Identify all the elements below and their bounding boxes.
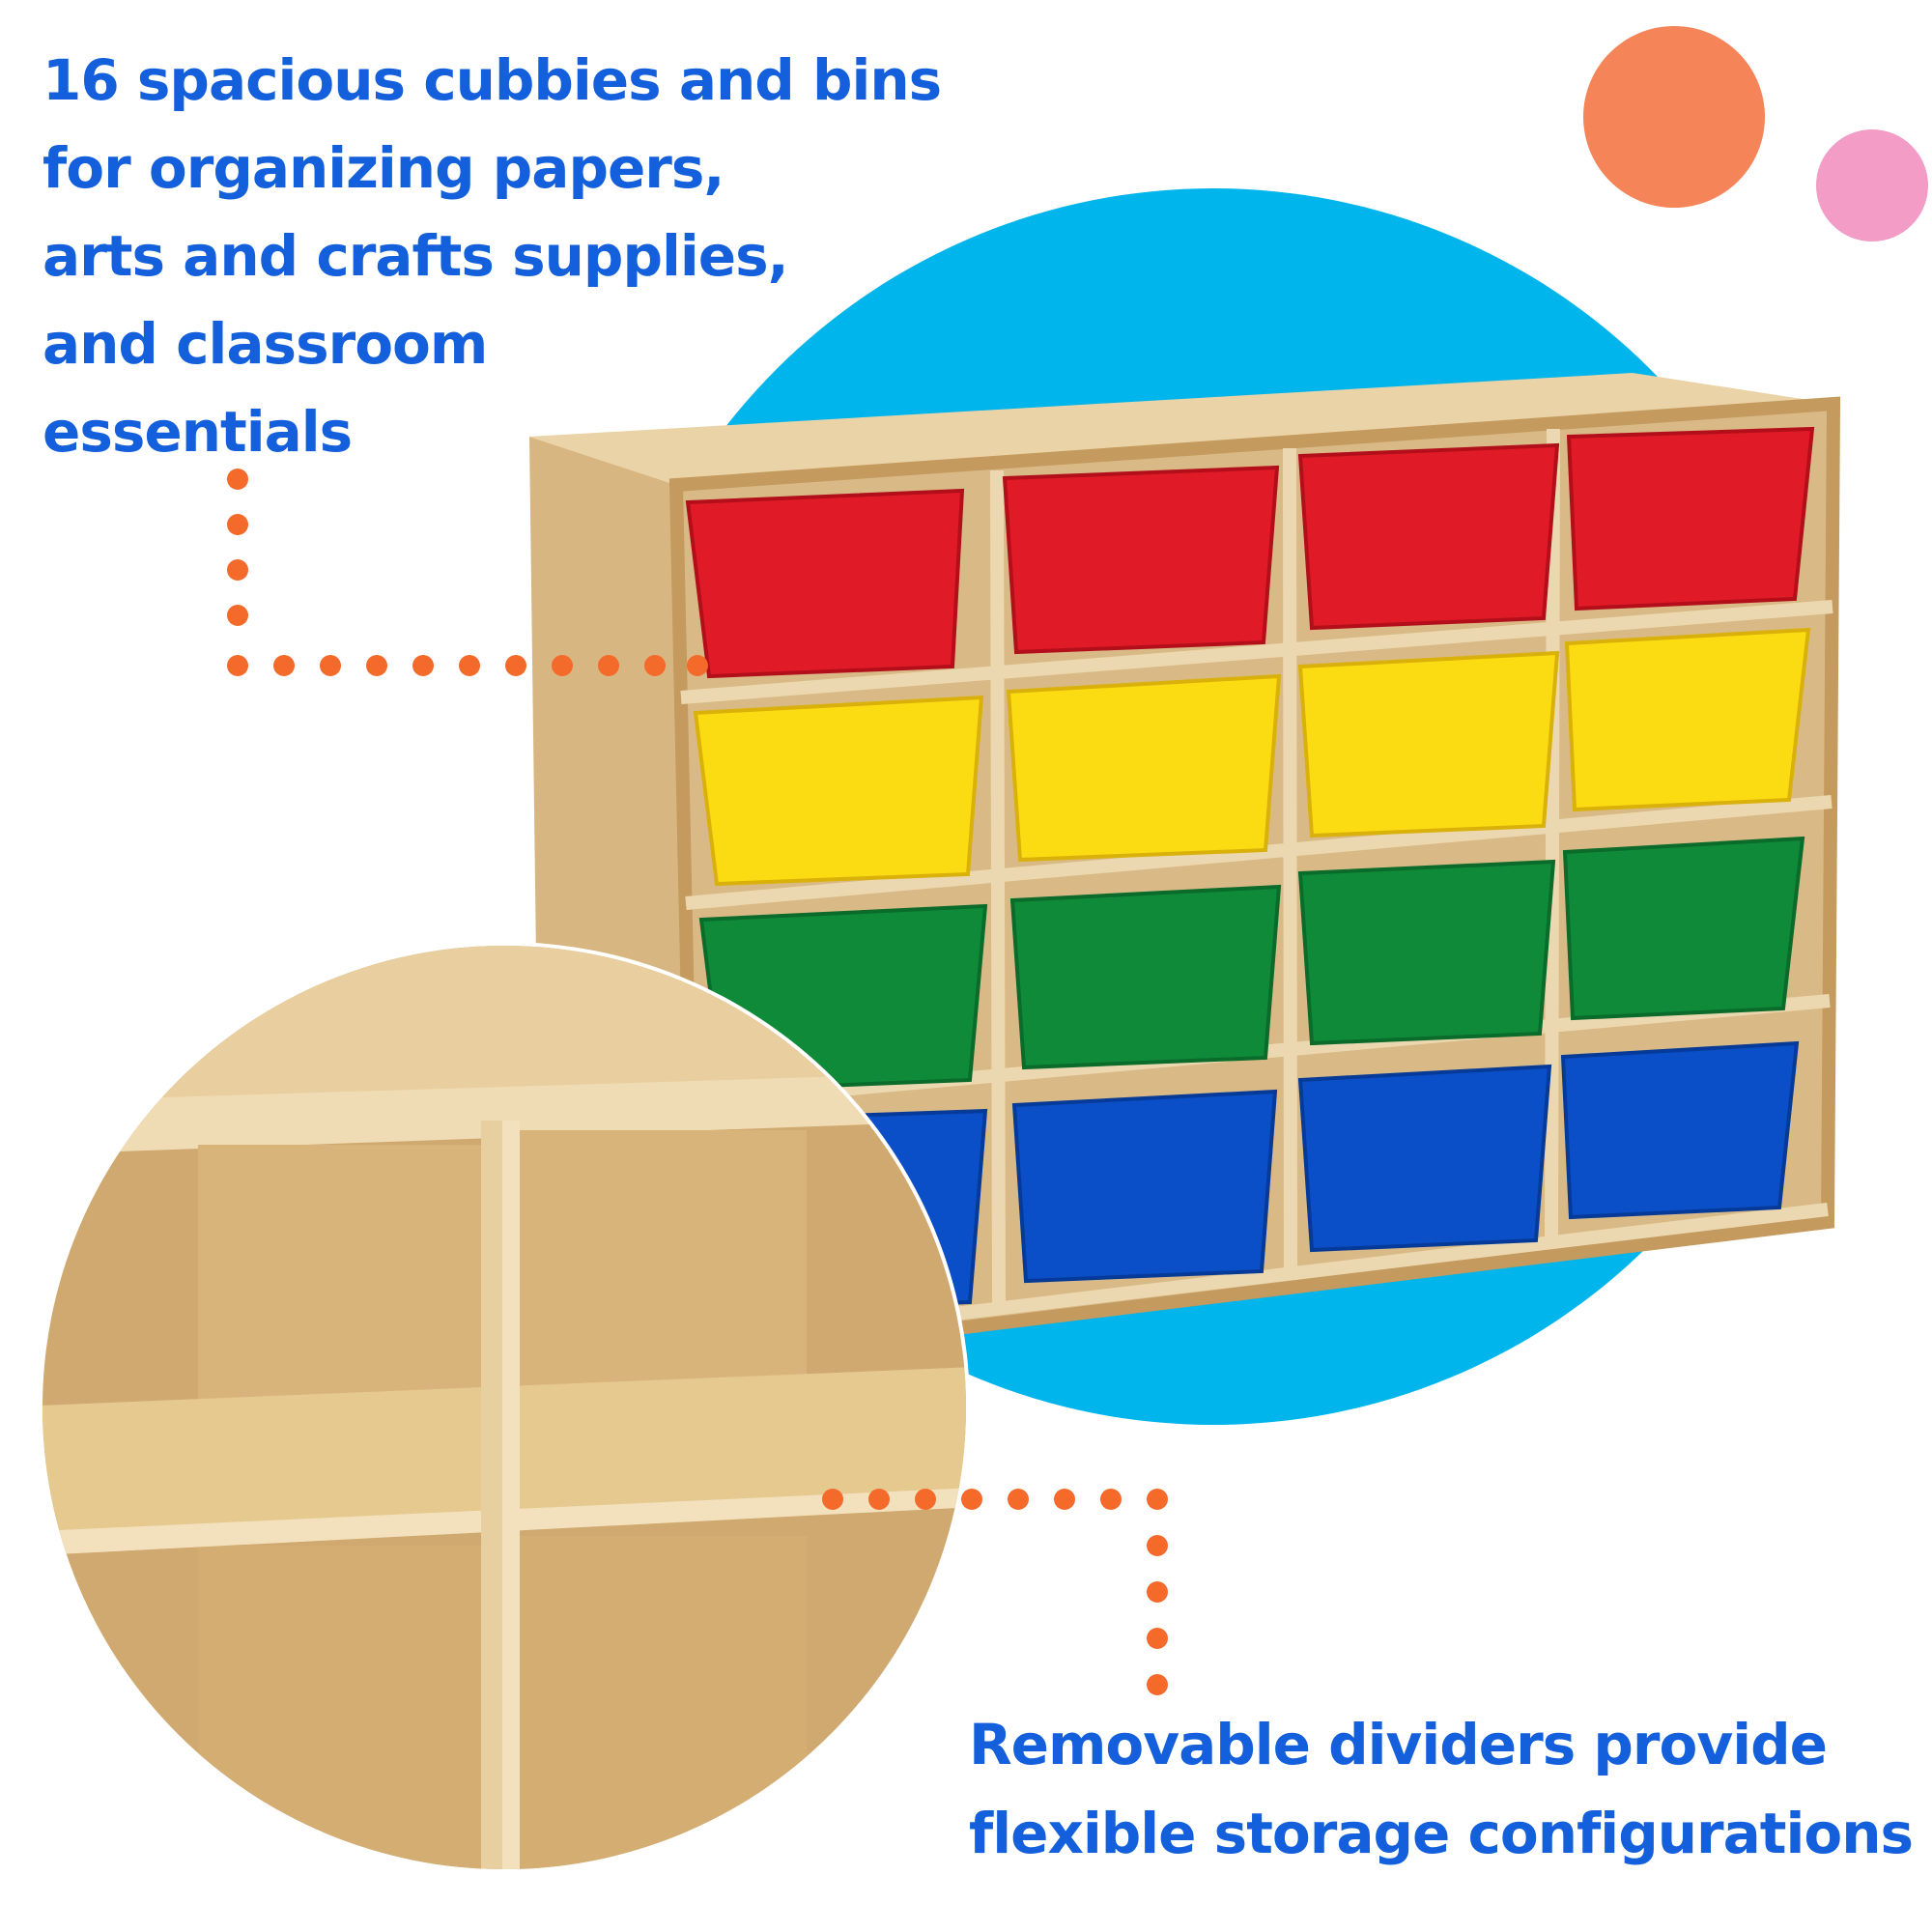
cabinet-dividers — [990, 428, 1560, 1315]
bin-row-yellow — [693, 627, 1811, 887]
bin — [1297, 442, 1560, 631]
cabinet-top — [529, 373, 1833, 485]
zoom-removable-divider-edge — [502, 1121, 520, 1869]
callout-line: arts and crafts supplies, — [43, 223, 789, 289]
callout-line: 16 spacious cubbies and bins — [43, 47, 942, 113]
callout-line: for organizing papers, — [43, 135, 724, 201]
bin — [1297, 650, 1560, 838]
bin — [1566, 426, 1815, 611]
bin — [1011, 1089, 1278, 1284]
pink-decor-circle — [1816, 129, 1928, 242]
zoom-cubby-back — [517, 1536, 807, 1869]
bin — [1562, 836, 1805, 1021]
bin — [1297, 1064, 1552, 1253]
bin — [1560, 1040, 1800, 1220]
callout-line: essentials — [43, 399, 353, 465]
bin — [1006, 673, 1282, 863]
zoom-top-edge — [43, 1072, 966, 1154]
bin — [685, 488, 965, 679]
callout-cubbies-text: 16 spacious cubbies and bins for organiz… — [43, 37, 942, 476]
bin-row-red — [685, 426, 1815, 679]
bin — [1002, 465, 1280, 655]
bin-row-green — [698, 836, 1805, 1093]
bin — [1297, 859, 1556, 1046]
callout-dividers-text: Removable dividers provide flexible stor… — [969, 1700, 1914, 1878]
callout-line: and classroom — [43, 311, 488, 377]
callout-line: Removable dividers provide — [969, 1712, 1828, 1777]
callout-line: flexible storage configurations — [969, 1801, 1914, 1866]
callout-connector-bottom — [822, 1489, 1168, 1695]
bin — [1009, 884, 1282, 1070]
callout-connector-top — [227, 469, 708, 676]
orange-decor-circle — [1583, 26, 1765, 208]
bin — [1564, 627, 1811, 812]
bin — [693, 695, 984, 887]
zoom-detail-circle — [39, 942, 970, 1873]
